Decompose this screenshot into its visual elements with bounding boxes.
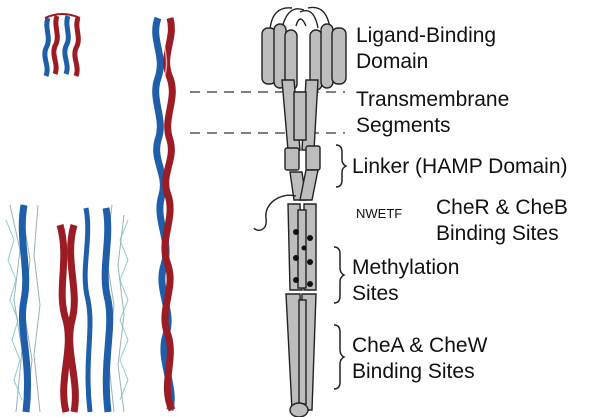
- full-length-helix-ribbon: [156, 18, 173, 410]
- chea-chew-label-2: Binding Sites: [352, 360, 475, 383]
- ligand-binding-label-2: Domain: [356, 50, 428, 73]
- nwetf-label: NWETF: [356, 206, 402, 221]
- transmembrane-label-2: Segments: [356, 114, 451, 137]
- receptor-cylinder-schematic: [262, 7, 346, 417]
- transmembrane-label-1: Transmembrane: [356, 88, 509, 111]
- cher-cheb-label-2: Binding Sites: [436, 222, 559, 245]
- membrane-boundaries: [190, 92, 345, 133]
- label-braces: [334, 145, 346, 389]
- chea-chew-label-1: CheA & CheW: [352, 334, 488, 357]
- cher-cheb-label-1: CheR & CheB: [436, 196, 568, 219]
- atomic-model-cytoplasmic: [6, 205, 128, 412]
- linker-label: Linker (HAMP Domain): [352, 155, 568, 178]
- methylation-label-2: Sites: [352, 282, 399, 305]
- methylation-label-1: Methylation: [352, 256, 459, 279]
- ligand-domain-ribbon: [45, 14, 80, 76]
- ligand-binding-label-1: Ligand-Binding: [356, 24, 496, 47]
